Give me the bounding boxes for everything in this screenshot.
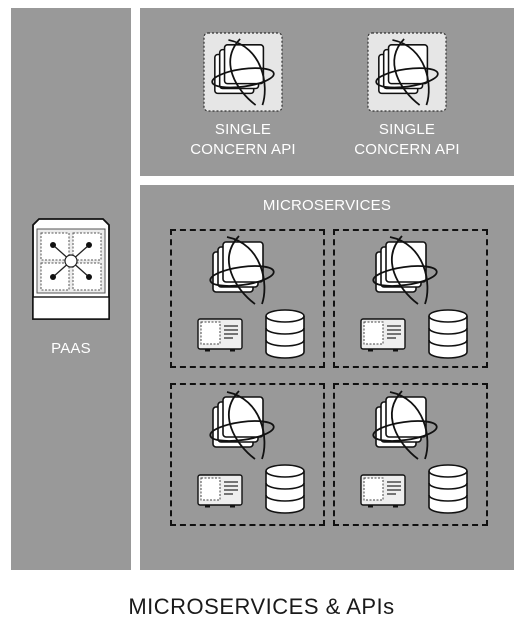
api-panel	[140, 8, 514, 176]
service-cube-icon	[370, 234, 440, 306]
application-icon	[197, 474, 243, 508]
api-label: SINGLE CONCERN API	[332, 120, 482, 160]
page-title: MICROSERVICES & APIs	[128, 594, 395, 619]
database-icon	[427, 463, 469, 515]
microservice-cell	[333, 383, 488, 526]
paas-server-icon	[31, 217, 111, 321]
service-cube-icon	[207, 234, 277, 306]
application-icon	[360, 318, 406, 352]
microservices-label: MICROSERVICES	[262, 197, 392, 214]
api-label-line1: SINGLE	[378, 121, 436, 138]
service-cube-icon	[370, 389, 440, 461]
application-icon	[197, 318, 243, 352]
microservice-cell	[170, 383, 325, 526]
microservice-cell	[333, 229, 488, 368]
api-label-line2: CONCERN API	[190, 141, 296, 158]
microservice-cell	[170, 229, 325, 368]
api-label: SINGLE CONCERN API	[168, 120, 318, 160]
paas-label: PAAS	[51, 340, 91, 357]
database-icon	[427, 308, 469, 360]
service-cube-icon	[207, 389, 277, 461]
api-cube-icon	[367, 32, 447, 112]
api-label-line1: SINGLE	[214, 121, 272, 138]
database-icon	[264, 308, 306, 360]
database-icon	[264, 463, 306, 515]
api-label-line2: CONCERN API	[354, 141, 460, 158]
api-cube-icon	[203, 32, 283, 112]
application-icon	[360, 474, 406, 508]
